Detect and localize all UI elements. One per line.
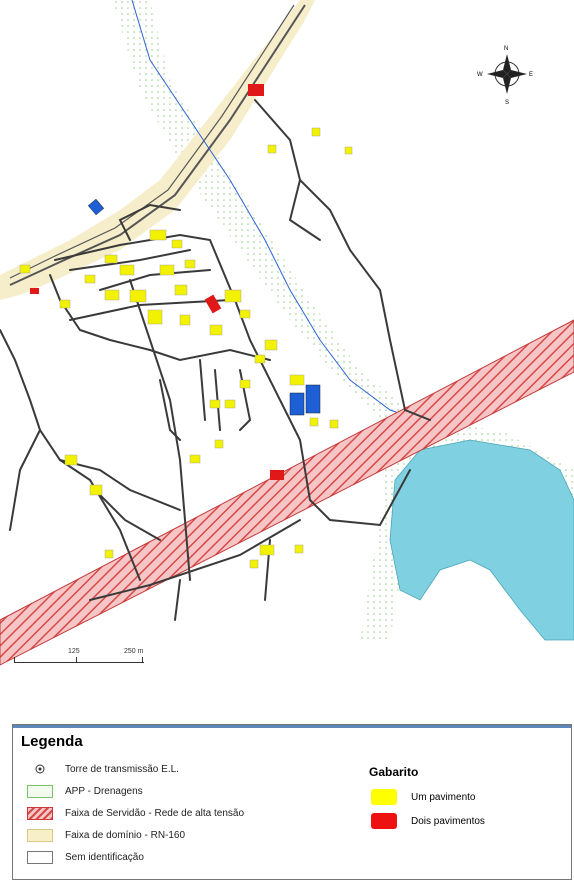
one-floor-swatch [371, 789, 397, 805]
gabarito-item-one-floor: Um pavimento [371, 789, 475, 805]
stream-line [131, 0, 421, 421]
legend-item-unidentified: Sem identificação [27, 849, 144, 865]
legend-label: Faixa de Servidão - Rede de alta tensão [65, 807, 244, 819]
legend-title: Legenda [21, 733, 83, 750]
scale-tick [142, 657, 143, 663]
buildings-one-floor [19, 127, 353, 569]
gabarito-label: Um pavimento [411, 791, 476, 803]
highway-swatch [27, 828, 53, 842]
two-floors-swatch [371, 813, 397, 829]
site-map: N S E W [0, 0, 574, 666]
scale-line [14, 662, 144, 663]
app-drainage-band [400, 420, 574, 500]
powerline-swatch [27, 806, 53, 820]
buildings-two-floors [30, 84, 284, 480]
gabarito-item-two-floors: Dois pavimentos [371, 813, 485, 829]
highway-domain-band [0, 0, 315, 300]
legend-item-app: APP - Drenagens [27, 783, 143, 799]
compass-west-label: W [477, 72, 483, 78]
scale-label-250: 250 m [124, 648, 144, 655]
buildings-blue [87, 198, 321, 416]
powerline-easement-band [0, 319, 574, 666]
compass-north-label: N [504, 46, 508, 52]
legend-item-powerline: Faixa de Servidão - Rede de alta tensão [27, 805, 244, 821]
lake [389, 439, 574, 641]
highway-road [9, 4, 306, 286]
legend-label: Torre de transmissão E.L. [65, 763, 179, 775]
legend-item-highway: Faixa de domínio - RN-160 [27, 827, 185, 843]
legend-top-bar [13, 725, 571, 728]
legend-item-tower: Torre de transmissão E.L. [27, 761, 179, 777]
road-network [0, 99, 431, 621]
gabarito-label: Dois pavimentos [411, 815, 485, 827]
app-drainage-band [112, 0, 410, 420]
scale-label-125: 125 [68, 648, 80, 655]
app-drainage-swatch [27, 784, 53, 798]
scale-bar: 125 250 m [14, 648, 164, 678]
tower-point-icon [27, 763, 53, 776]
compass-south-label: S [505, 100, 509, 106]
compass-east-label: E [529, 72, 533, 78]
compass-rose-icon: N S E W [477, 46, 533, 106]
scale-tick [76, 657, 77, 663]
legend-label: APP - Drenagens [65, 785, 143, 797]
legend-label: Faixa de domínio - RN-160 [65, 829, 186, 841]
unidentified-swatch [27, 850, 53, 864]
gabarito-title: Gabarito [369, 765, 419, 779]
legend-panel: Legenda Torre de transmissão E.L. APP - … [12, 724, 572, 880]
scale-tick [14, 657, 15, 663]
legend-label: Sem identificação [65, 851, 144, 863]
